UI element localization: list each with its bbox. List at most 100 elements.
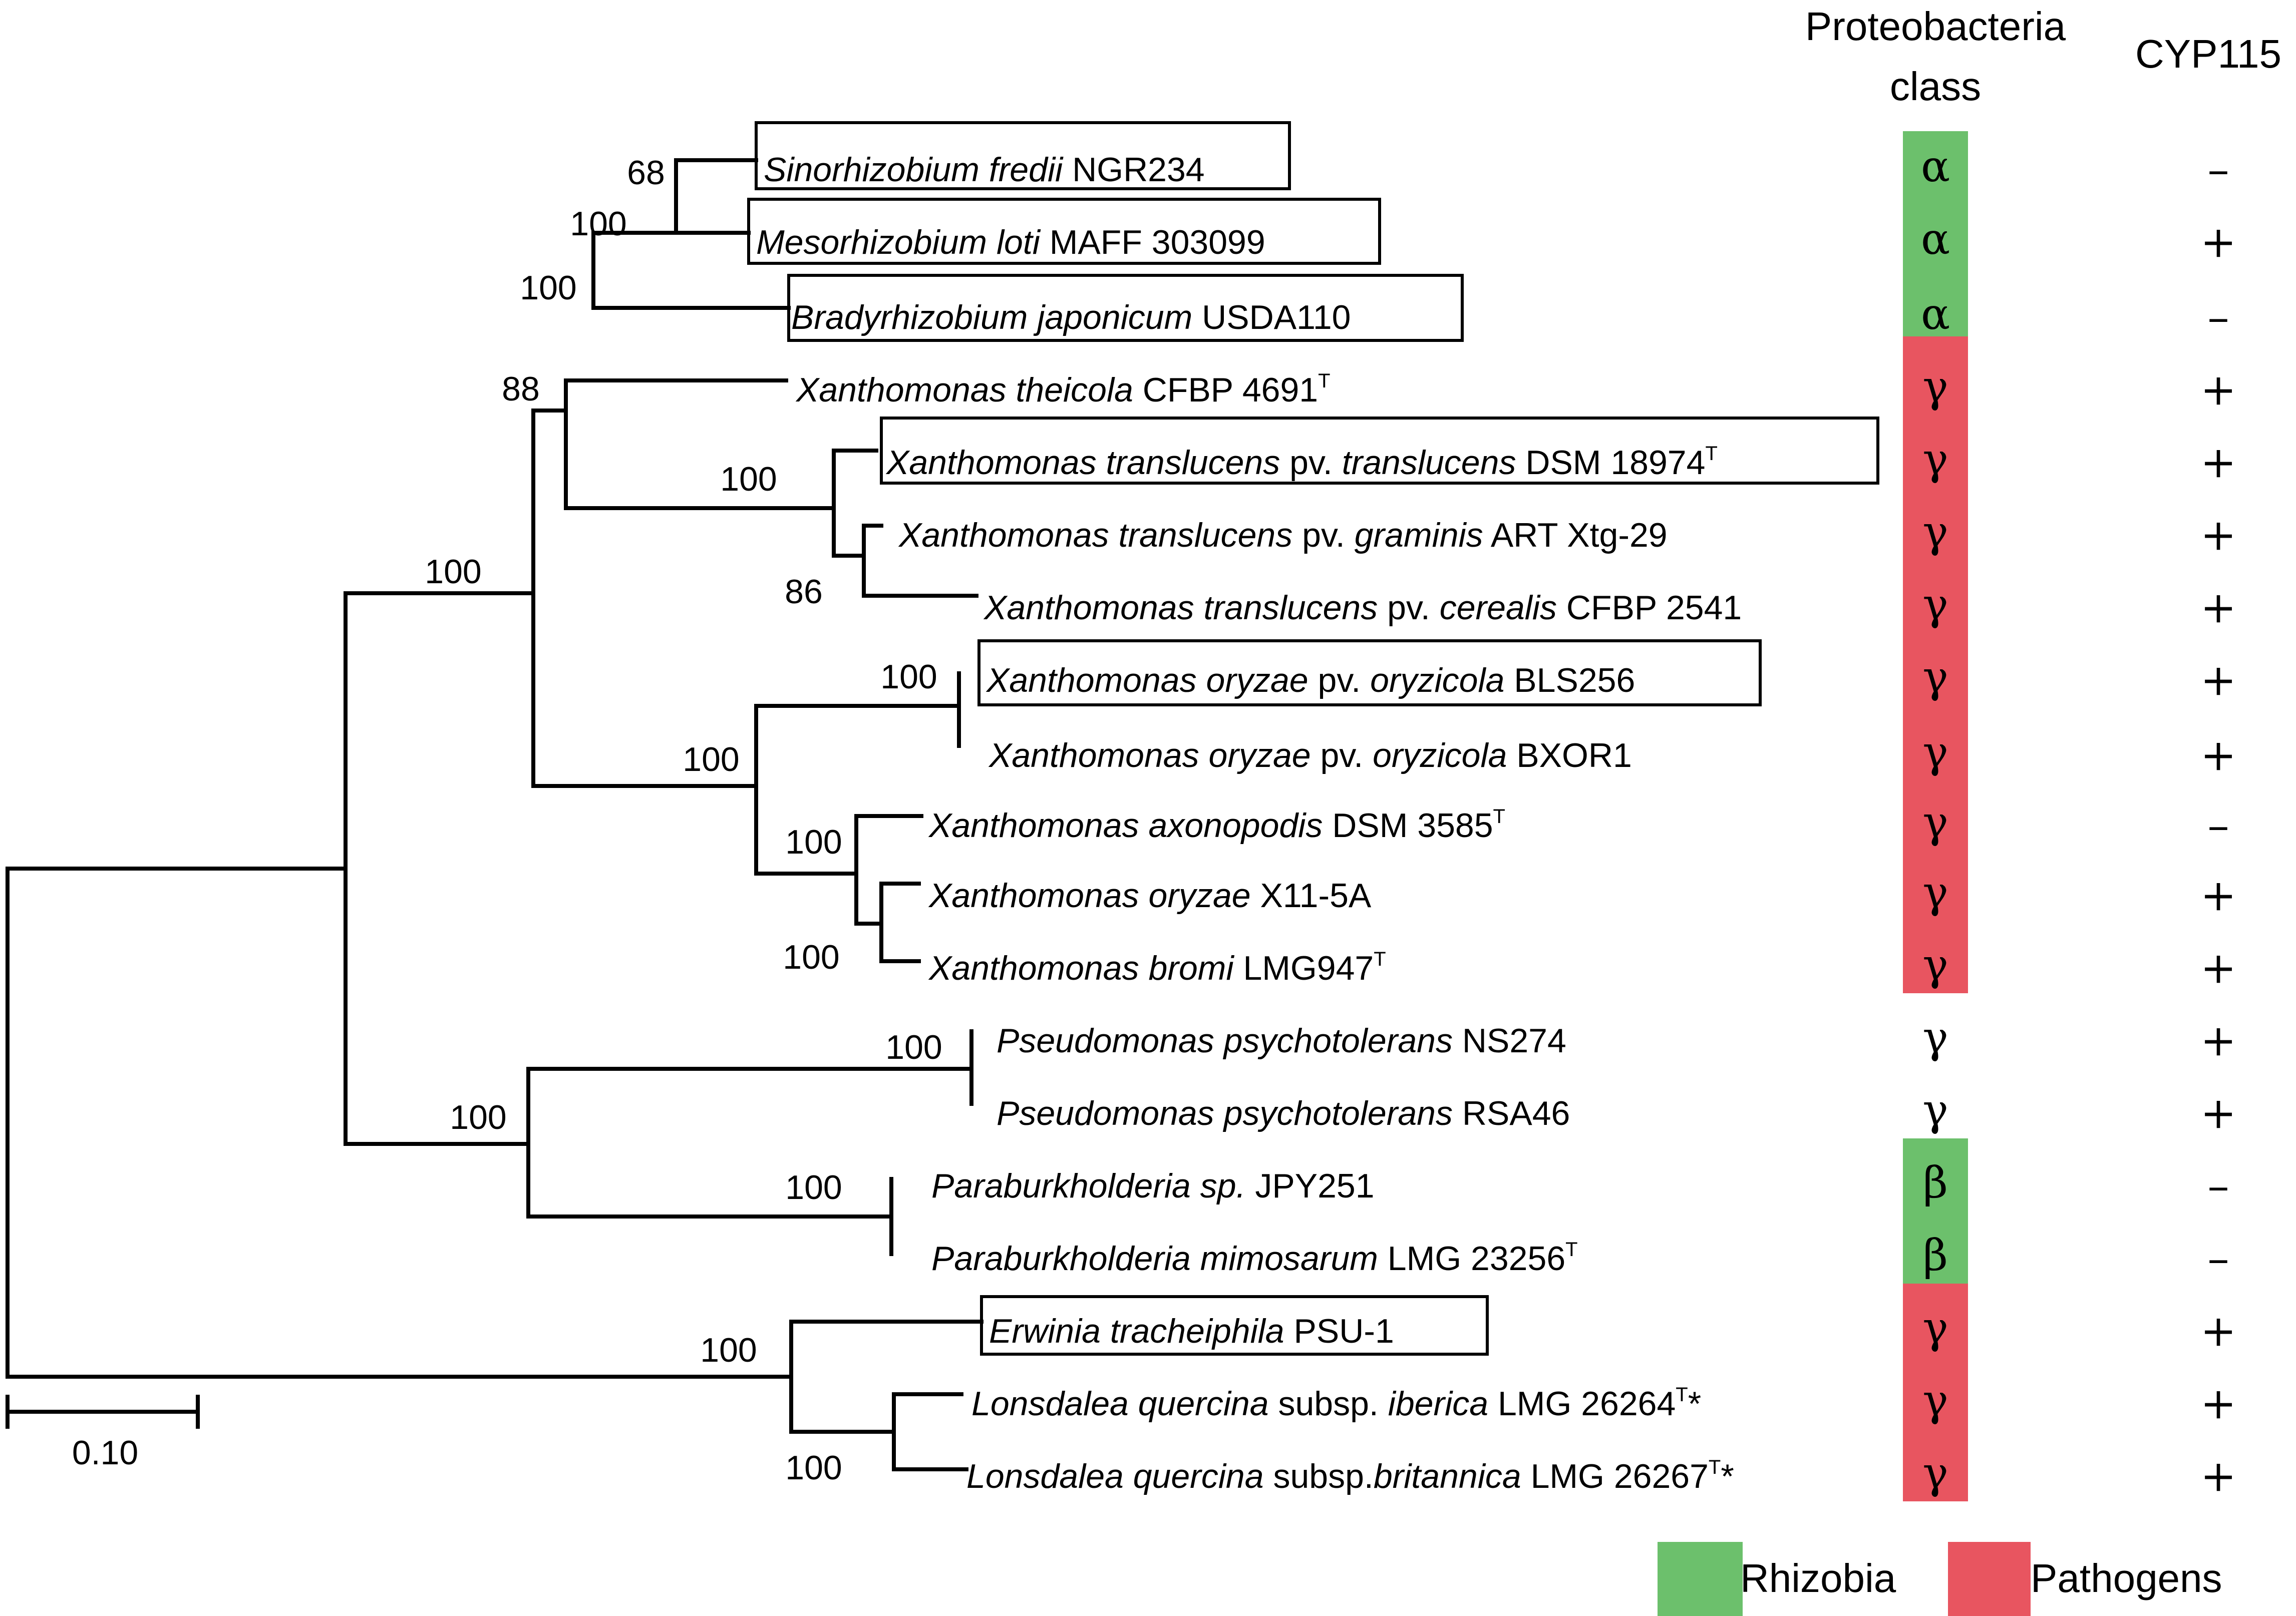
taxon-label: Lonsdalea quercina subsp. iberica LMG 26… [971, 1384, 1701, 1423]
branch-axonopodis-group [854, 814, 923, 926]
taxon-label: Xanthomonas oryzae X11-5A [928, 877, 1372, 915]
rhizobia-beta-strip [1903, 1138, 1968, 1284]
tree-branches [6, 158, 983, 1471]
bootstrap-value: 100 [880, 658, 937, 696]
class-symbol: γ [1922, 797, 1948, 848]
branch-beta-pseudo [526, 1067, 973, 1219]
taxon-label: Xanthomonas oryzae pv. oryzicola BXOR1 [988, 736, 1632, 774]
branch-alpha [591, 231, 791, 310]
class-symbol: γ [1922, 1013, 1948, 1063]
pathogens-xanthomonas-strip [1903, 336, 1968, 993]
scale-bar [6, 1395, 200, 1429]
cyp115-symbol: – [2208, 1161, 2229, 1211]
legend-pathogens-swatch [1948, 1542, 2031, 1616]
bootstrap-value: 68 [627, 154, 665, 192]
cyp115-symbol: + [2200, 655, 2236, 705]
cyp115-symbol: + [2200, 1016, 2236, 1066]
cyp115-symbol: + [2200, 510, 2236, 560]
rhizobia-alpha-strip [1903, 131, 1968, 336]
branch-ingroup [344, 591, 535, 1146]
class-header-line1: Proteobacteria [1805, 4, 2066, 49]
class-symbol: γ [1922, 580, 1948, 630]
legend-rhizobia-swatch [1658, 1542, 1743, 1616]
bootstrap-value: 100 [700, 1331, 757, 1369]
branch-translucens [832, 449, 878, 558]
class-symbol: β [1923, 1158, 1948, 1208]
bootstrap-value: 100 [785, 1168, 842, 1206]
branch-root [6, 867, 793, 1379]
cyp115-symbol: + [2200, 365, 2236, 415]
cyp115-symbol: + [2200, 583, 2236, 633]
taxon-label: Pseudomonas psychotolerans RSA46 [997, 1094, 1570, 1132]
cyp115-symbol: + [2200, 1451, 2236, 1501]
taxon-label: Xanthomonas oryzae pv. oryzicola BLS256 [986, 661, 1635, 699]
class-symbol: γ [1922, 727, 1948, 777]
cyp115-symbol: – [2208, 1234, 2229, 1284]
bootstrap-value: 100 [885, 1028, 942, 1066]
taxon-label: Pseudomonas psychotolerans NS274 [997, 1022, 1566, 1060]
cyp115-symbol: + [2200, 1306, 2236, 1356]
pathogens-enterobacterales-strip [1903, 1284, 1968, 1501]
bootstrap-value: 100 [683, 740, 739, 778]
taxon-label: Xanthomonas theicola CFBP 4691T [795, 370, 1331, 409]
class-symbol: γ [1922, 1376, 1948, 1426]
branch-xanthomonadales-rhizobiales [531, 409, 758, 788]
class-symbol: γ [1922, 435, 1948, 485]
cyp115-symbol: – [2208, 145, 2229, 195]
bootstrap-value: 100 [425, 553, 481, 591]
class-symbol: α [1921, 289, 1950, 339]
cyp115-symbol: + [2200, 871, 2236, 921]
cyp115-symbol: + [2200, 1379, 2236, 1429]
branch-lonsdalea [892, 1392, 968, 1471]
cyp115-symbol: + [2200, 1088, 2236, 1138]
taxon-box-oryzicola-bls256 [977, 639, 1762, 706]
bootstrap-value: 100 [785, 823, 842, 861]
class-header-line2: class [1890, 64, 1981, 109]
class-symbol: γ [1922, 652, 1948, 702]
bootstrap-value: 88 [502, 370, 540, 408]
class-symbol: β [1923, 1231, 1948, 1281]
class-symbol: α [1921, 142, 1950, 192]
bootstrap-value: 100 [450, 1098, 506, 1136]
taxon-box-translucens [880, 417, 1879, 485]
taxon-box-erwinia [980, 1295, 1489, 1356]
branch-oryzae-bromi [879, 882, 921, 963]
bootstrap-value: 100 [785, 1449, 842, 1487]
taxon-label: Paraburkholderia mimosarum LMG 23256T [931, 1239, 1578, 1278]
cyp115-symbol: + [2200, 730, 2236, 780]
taxon-label: Xanthomonas translucens pv. graminis ART… [898, 516, 1668, 554]
branch-alpha-theicola [564, 378, 836, 510]
taxon-label: Sinorhizobium fredii NGR234 [764, 151, 1205, 189]
cyp115-symbols: – + – + + + + + + – + + + + – – + + + [2200, 145, 2236, 1501]
taxon-label: Mesorhizobium loti MAFF 303099 [756, 223, 1265, 261]
cyp115-symbol: + [2200, 217, 2236, 267]
class-symbol: γ [1922, 1303, 1948, 1353]
bootstrap-value: 100 [720, 460, 777, 498]
class-symbol: γ [1922, 1448, 1948, 1498]
branch-enterobacterales [789, 1320, 983, 1434]
taxon-box-bradyrhizobium [787, 274, 1464, 342]
cyp115-symbol: – [2208, 800, 2229, 851]
bootstrap-value: 100 [783, 938, 839, 976]
cyp115-symbol: + [2200, 438, 2236, 488]
cyp115-symbol: – [2208, 292, 2229, 342]
taxon-box-mesorhizobium [747, 198, 1381, 265]
bootstrap-value: 86 [785, 573, 823, 611]
taxon-label: Lonsdalea quercina subsp.britannica LMG … [966, 1456, 1734, 1495]
taxon-label: Xanthomonas bromi LMG947T [928, 948, 1386, 987]
taxon-box-sinorhizobium [755, 121, 1291, 190]
class-symbol: γ [1922, 868, 1948, 918]
taxon-label: Paraburkholderia sp. JPY251 [931, 1167, 1375, 1205]
scale-bar-label: 0.10 [72, 1434, 138, 1472]
cyp115-symbol: + [2200, 943, 2236, 993]
bootstrap-value: 100 [570, 205, 626, 243]
branch-translucens-inner [862, 524, 978, 598]
class-symbol: α [1921, 214, 1950, 264]
branch-alpha-inner [674, 158, 758, 235]
class-symbol: γ [1922, 507, 1948, 557]
cyp115-header: CYP115 [2135, 32, 2281, 76]
class-symbol: γ [1922, 940, 1948, 990]
branch-oryzae-group [754, 704, 961, 876]
